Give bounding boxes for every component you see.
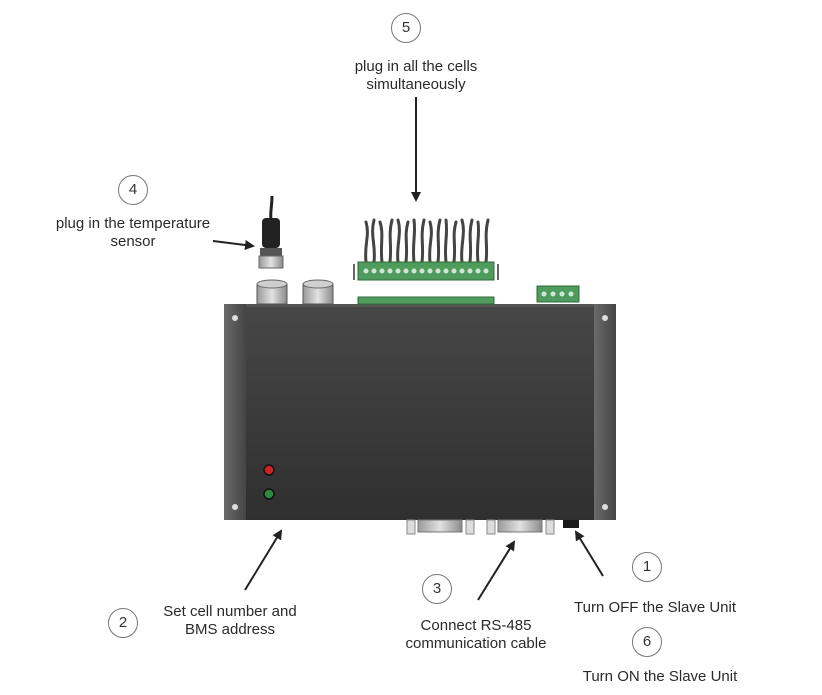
step-6-label: Turn ON the Slave Unit xyxy=(582,668,738,685)
step-4-label: plug in the temperature sensor xyxy=(55,215,211,250)
arrow-step-4 xyxy=(212,240,255,250)
arrow-step-2 xyxy=(244,529,283,591)
slave-unit-case xyxy=(224,304,616,520)
step-5-badge: 5 xyxy=(391,13,421,43)
temperature-sensor-plug[interactable] xyxy=(258,195,284,269)
cell-address-switches[interactable] xyxy=(263,464,275,500)
step-3-label: Connect RS-485 communication cable xyxy=(405,617,547,652)
step-1-badge: 1 xyxy=(632,552,662,582)
step-1-label: Turn OFF the Slave Unit xyxy=(574,599,736,616)
power-switch[interactable] xyxy=(563,520,579,528)
power-terminal[interactable] xyxy=(536,285,580,303)
cell-terminal-block[interactable] xyxy=(353,218,499,305)
step-5-label: plug in all the cells simultaneously xyxy=(354,58,478,93)
temperature-sensor-ports[interactable] xyxy=(256,279,334,305)
red-led-icon xyxy=(263,464,275,476)
screw-icon xyxy=(232,315,238,321)
screw-icon xyxy=(232,504,238,510)
step-4-badge: 4 xyxy=(118,175,148,205)
green-led-icon xyxy=(263,488,275,500)
right-rail xyxy=(594,304,616,520)
screw-icon xyxy=(602,504,608,510)
left-rail xyxy=(224,304,246,520)
step-6-badge: 6 xyxy=(632,627,662,657)
step-2-badge: 2 xyxy=(108,608,138,638)
arrows xyxy=(212,97,604,601)
rs485-connectors[interactable] xyxy=(406,519,555,535)
step-3-badge: 3 xyxy=(422,574,452,604)
step-2-label: Set cell number and BMS address xyxy=(163,603,297,638)
arrow-step-3 xyxy=(477,540,516,601)
cell-socket xyxy=(357,296,495,305)
arrow-step-1 xyxy=(574,530,604,577)
screw-icon xyxy=(602,315,608,321)
